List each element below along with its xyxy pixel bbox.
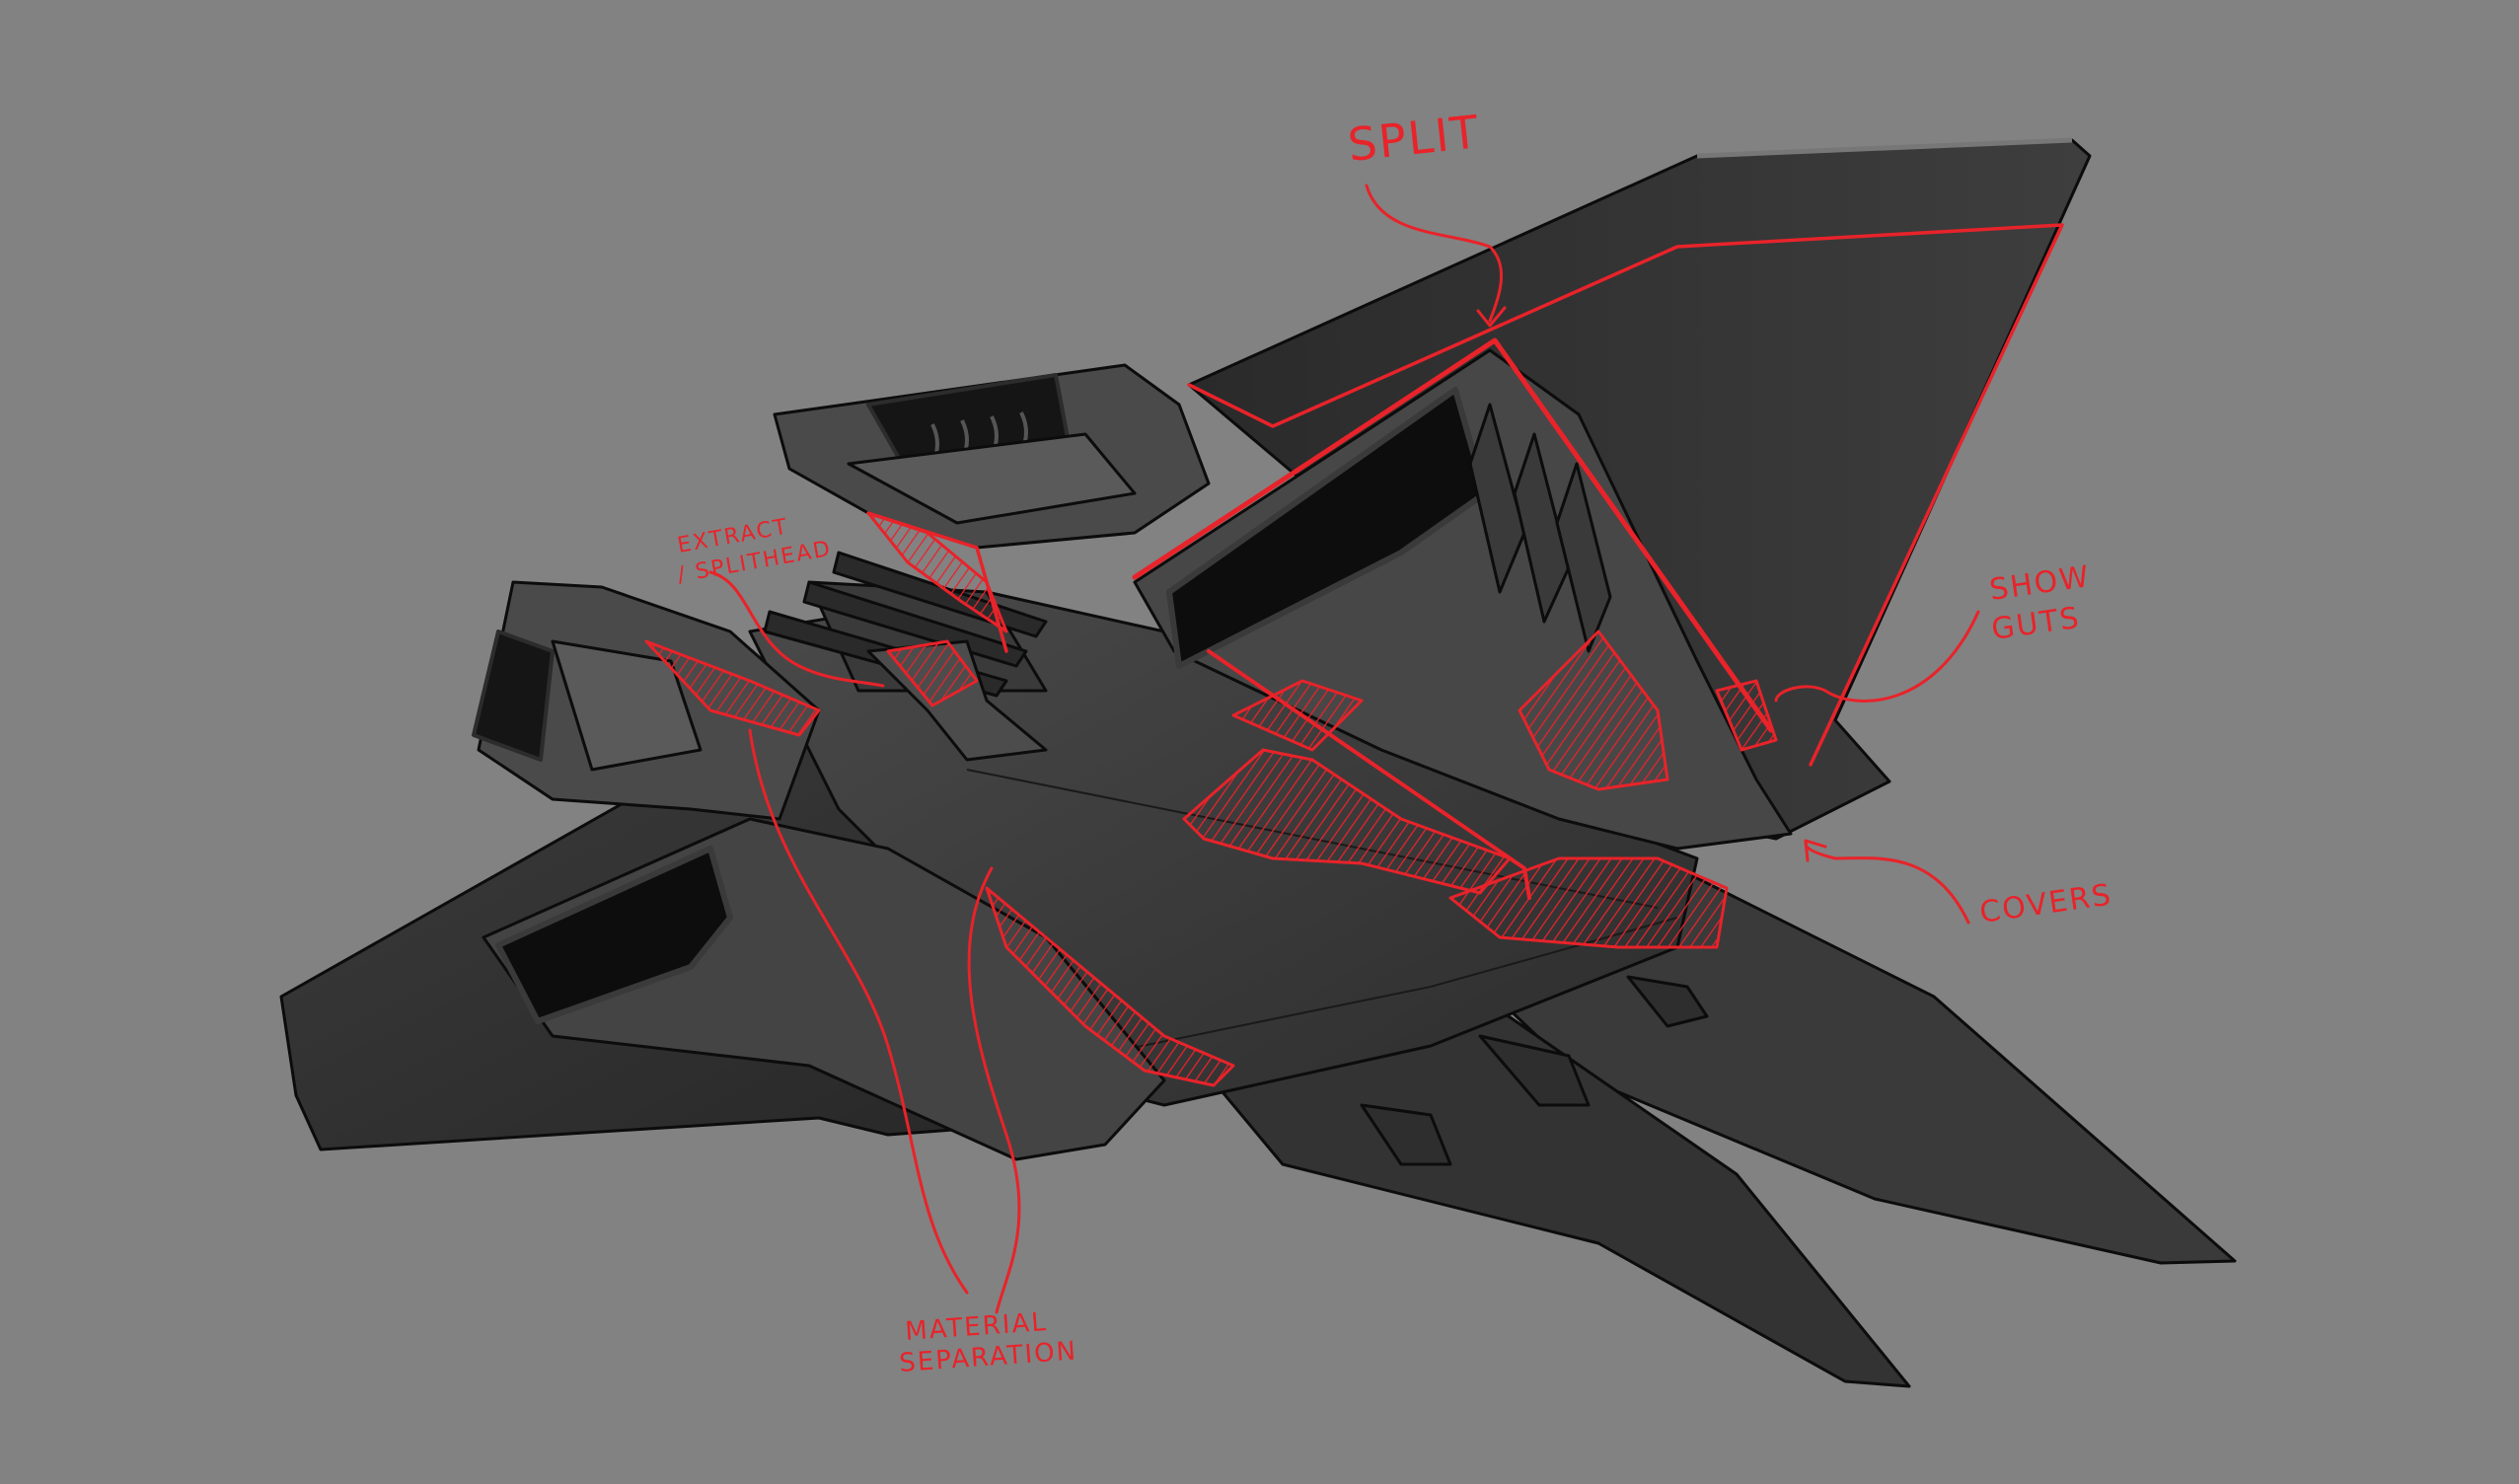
hatched-section-spine-upper [1231, 679, 1364, 752]
red-markup [644, 184, 2064, 1314]
left-engine-intake [495, 846, 733, 1024]
split-pointer [1365, 184, 1504, 323]
material-pointer-right [967, 866, 1021, 1314]
hatched-section-joint [886, 639, 979, 707]
underside-pylon [1478, 1034, 1591, 1107]
hatched-section-spine [1182, 748, 1512, 895]
right-engine-intake [1166, 387, 1488, 669]
split-line [1187, 223, 2064, 767]
antenna [802, 580, 1028, 668]
material-pointer-left [748, 728, 969, 1295]
spaceship-model [279, 137, 2237, 1388]
nacelle-outline [1132, 337, 1774, 733]
hatched-section-covers [1448, 856, 1729, 949]
covers-pointer-arrow [1804, 839, 1827, 862]
tail-fin-edge-highlight [1696, 137, 2073, 159]
show-guts-pointer [1774, 610, 1980, 703]
show-guts-label-line2: GUTS [1989, 601, 2083, 647]
hatched-section-nacelle [1518, 630, 1669, 791]
underside-pylon [1626, 975, 1709, 1028]
keel-blade [1133, 985, 1911, 1388]
covers-pointer [1804, 842, 1970, 925]
extract-pointer [708, 570, 885, 688]
split-label: SPLIT [1346, 105, 1483, 172]
underside-pylon [1360, 1103, 1452, 1166]
hatched-section-lower [985, 886, 1235, 1087]
hatched-section-top-pod [866, 511, 1008, 633]
top-pod-bevel [847, 432, 1137, 525]
left-pod-bevel [551, 639, 703, 772]
split-pointer-arrow [1476, 306, 1507, 328]
hatched-section-nacelle-tip [1715, 679, 1778, 752]
hatched-section-left-pod [644, 639, 821, 737]
covers-label: COVERS [1977, 877, 2114, 930]
left-pod-vent [472, 630, 555, 762]
nacelle-vent [1468, 403, 1526, 594]
